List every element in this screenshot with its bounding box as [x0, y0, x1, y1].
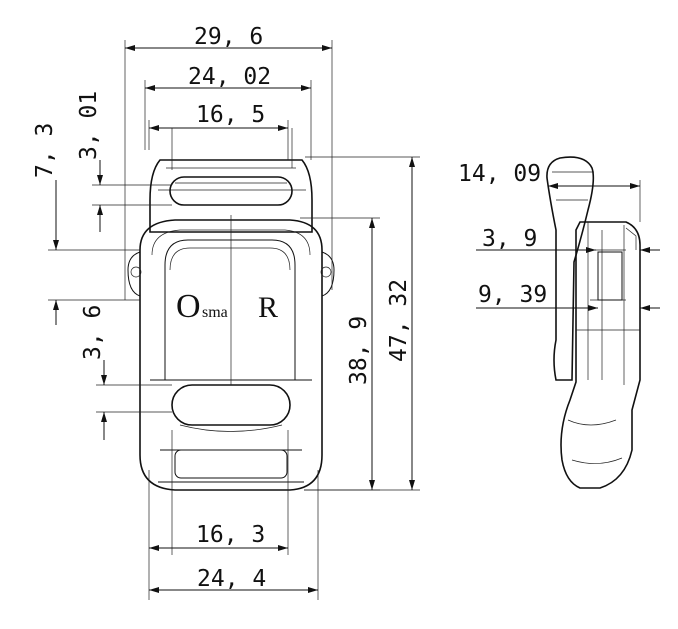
- dim-depth: 14, 09: [458, 161, 541, 187]
- dim-overall-width: 29, 6: [194, 24, 263, 50]
- buckle-body: [139, 219, 323, 491]
- dim-width-bottom: 24, 4: [197, 566, 266, 592]
- side-view: [546, 156, 641, 489]
- dim-slot-width-bottom: 16, 3: [196, 522, 265, 548]
- dim-width-inner-top: 24, 02: [188, 64, 271, 90]
- front-dimensions: 29, 6 24, 02 16, 5 3, 01 7, 3 3, 6 38, 9…: [32, 24, 420, 600]
- face-panel: [164, 239, 296, 381]
- right-tab: [321, 251, 335, 297]
- dim-offset-side: 7, 3: [32, 123, 58, 178]
- side-dimensions: 14, 09 3, 9 9, 39: [458, 161, 660, 311]
- dim-slot-height-bottom: 3, 6: [80, 305, 106, 360]
- dim-overall-height: 47, 32: [386, 279, 412, 362]
- dim-thickness-b: 9, 39: [478, 282, 547, 308]
- side-latch: [546, 156, 595, 381]
- top-slot: [169, 176, 293, 206]
- svg-text:R: R: [258, 291, 278, 324]
- dim-body-height: 38, 9: [346, 316, 372, 385]
- svg-text:sma: sma: [202, 304, 228, 321]
- top-loop: [149, 159, 313, 233]
- dim-thickness-a: 3, 9: [482, 226, 537, 252]
- brand-logo: O sma R: [176, 288, 278, 325]
- left-tab: [127, 251, 141, 297]
- dim-offset-top: 3, 01: [76, 91, 102, 160]
- side-window: [597, 251, 623, 301]
- svg-text:O: O: [176, 288, 201, 325]
- side-body: [560, 221, 641, 489]
- front-view: O sma R: [127, 159, 335, 491]
- dim-slot-width-top: 16, 5: [196, 102, 265, 128]
- bottom-slot: [171, 384, 291, 426]
